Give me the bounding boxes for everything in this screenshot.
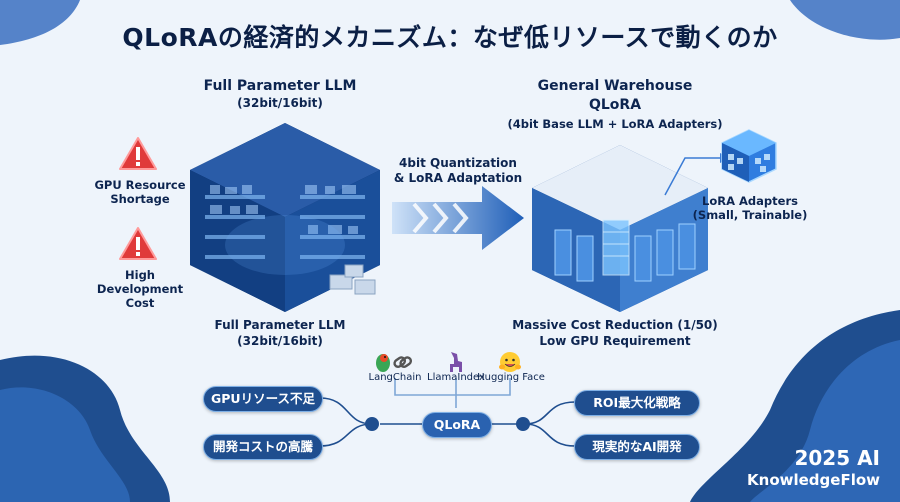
right-caption: Massive Cost Reduction (1/50) [512,318,718,332]
tool-label-langchain: LangChain [368,372,422,383]
llama-icon [450,352,462,372]
full-warehouse-illustration [190,123,380,312]
flow-output-roi: ROI最大化戦略 [574,390,700,416]
right-caption-sub: Low GPU Requirement [539,334,691,348]
lora-adapter-cube-icon [721,129,777,183]
top-left-blob [0,0,80,45]
flow-output-ai: 現実的なAI開発 [574,434,700,460]
left-heading: Full Parameter LLM [203,78,357,94]
flow-input-cost: 開発コストの高騰 [203,434,323,460]
left-heading-sub: (32bit/16bit) [237,96,323,110]
warning-label-gpu: GPU Resource Shortage [94,178,186,206]
adapter-label: LoRA Adapters (Small, Trainable) [692,194,808,222]
transform-arrow [392,186,524,250]
tool-label-huggingface: Hugging Face [477,372,545,383]
warning-icon [119,227,157,260]
left-caption-sub: (32bit/16bit) [237,334,323,348]
qlora-warehouse-illustration [532,145,708,312]
right-heading: General Warehouse [537,78,693,94]
warning-label-cost: High Development Cost [96,268,184,310]
top-right-blob [790,0,900,40]
brand-year: 2025 AI [794,446,880,470]
hugging-face-icon [499,352,521,372]
right-heading-qlora: QLoRA [588,97,642,113]
transform-label: 4bit Quantization & LoRA Adaptation [393,156,523,185]
warning-icon [119,137,157,170]
tool-label-llamaindex: LlamaIndex [427,372,485,383]
bottom-right-blob-light [750,340,900,502]
right-heading-sub: (4bit Base LLM + LoRA Adapters) [507,117,723,131]
flow-center-qlora: QLoRA [422,412,492,438]
bottom-left-blob-light [0,387,130,502]
brand-name: KnowledgeFlow [747,471,880,489]
page-title: QLoRAの経済的メカニズム：なぜ低リソースで動くのか [122,23,778,52]
parrot-link-icon [376,354,413,372]
left-caption: Full Parameter LLM [214,318,346,332]
flow-input-gpu: GPUリソース不足 [203,386,323,412]
